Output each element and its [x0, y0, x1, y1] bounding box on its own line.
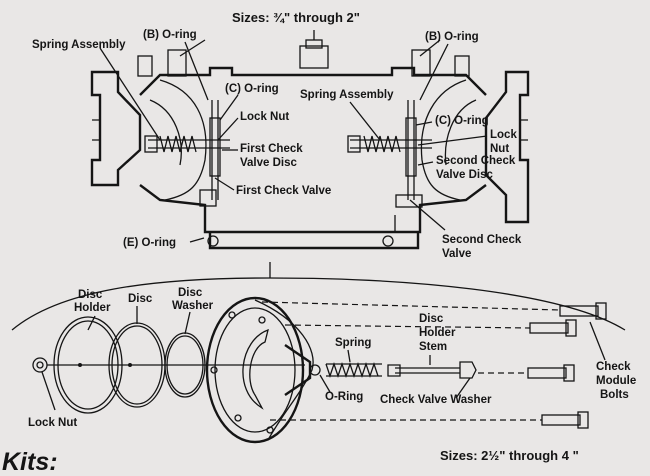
label-first-check-disc-2: Valve Disc [240, 157, 298, 169]
label-lock-nut-right: Lock [490, 129, 517, 141]
label-disc: Disc [128, 293, 153, 305]
label-lock-nut-left: Lock Nut [240, 111, 289, 123]
label-check-module-bolts-3: Bolts [600, 389, 629, 401]
label-b-oring-left: (B) O-ring [143, 29, 197, 41]
label-disc-holder: Disc [78, 289, 103, 301]
label-o-ring: O-Ring [325, 391, 363, 403]
label-second-check-disc-2: Valve Disc [436, 169, 494, 181]
label-e-oring: (E) O-ring [123, 237, 176, 249]
label-spring: Spring [335, 337, 371, 349]
valve-body [90, 30, 530, 250]
label-disc-holder-stem: Disc [419, 313, 444, 325]
label-second-check-valve-2: Valve [442, 248, 471, 260]
label-check-module-bolts: Check [596, 361, 631, 373]
callout-frame [11, 262, 626, 331]
label-first-check-valve: First Check Valve [236, 185, 331, 197]
label-lock-nut: Lock Nut [28, 417, 77, 429]
label-disc-washer: Disc [178, 287, 203, 299]
label-c-oring-right: (C) O-ring [435, 115, 489, 127]
top-leaders [99, 41, 488, 243]
lock-nut-part [32, 357, 48, 373]
sizes-top: Sizes: ¾" through 2" [232, 10, 360, 25]
spring-stem-part [309, 361, 477, 379]
label-c-oring-left: (C) O-ring [225, 83, 279, 95]
label-disc-washer-2: Washer [172, 300, 214, 312]
label-spring-assembly-right: Spring Assembly [300, 89, 394, 101]
label-second-check-disc: Second Check [436, 155, 516, 167]
bottom-leaders [41, 306, 606, 411]
label-disc-holder-2: Holder [74, 302, 111, 314]
label-second-check-valve: Second Check [442, 234, 522, 246]
kits-heading: Kits: [2, 448, 58, 476]
label-b-oring-right: (B) O-ring [425, 31, 479, 43]
check-module-part [205, 296, 314, 444]
label-check-valve-washer: Check Valve Washer [380, 394, 492, 406]
label-spring-assembly-left: Spring Assembly [32, 39, 126, 51]
check-module-bolts-part [527, 302, 607, 429]
bolt-dashed-lines [261, 301, 561, 421]
label-disc-holder-stem-2: Holder [419, 327, 456, 339]
label-check-module-bolts-2: Module [596, 375, 636, 387]
label-first-check-disc: First Check [240, 143, 303, 155]
sizes-bottom: Sizes: 2½" through 4 " [440, 448, 579, 463]
label-disc-holder-stem-3: Stem [419, 341, 447, 353]
label-lock-nut-right-2: Nut [490, 143, 509, 155]
